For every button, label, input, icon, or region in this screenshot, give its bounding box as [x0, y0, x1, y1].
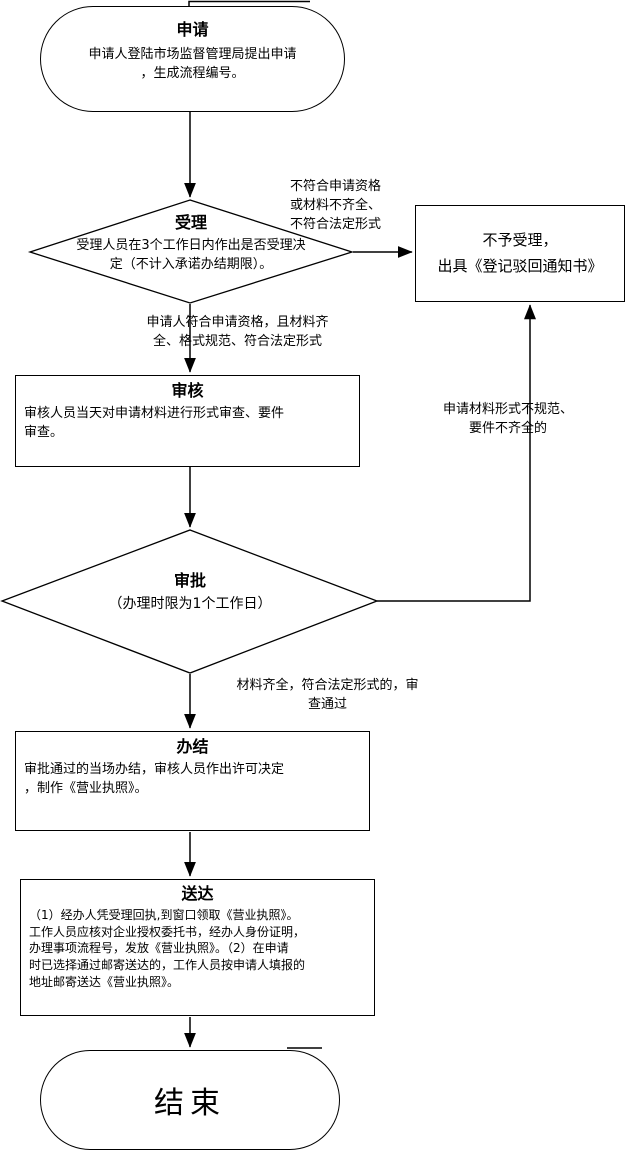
node-reject: 不予受理， 出具《登记驳回通知书》 [415, 205, 625, 302]
node-accept-title: 受理 [174, 213, 207, 232]
edge-label-qualified: 申请人符合申请资格，且材料齐 全、格式规范、符合法定形式 [146, 315, 329, 349]
node-end-title: 结束 [154, 1086, 226, 1121]
node-approve: 审批 （办理时限为1个工作日） [40, 571, 340, 614]
node-approve-body: （办理时限为1个工作日） [108, 595, 272, 612]
node-reject-body: 不予受理， 出具《登记驳回通知书》 [437, 231, 603, 275]
node-complete-body: 审批通过的当场办结，审核人员作出许可决定 ，制作《营业执照》。 [24, 761, 285, 796]
node-complete-title: 办结 [176, 737, 209, 756]
edge-label-not-qualified: 不符合申请资格 或材料不齐全、 不符合法定形式 [290, 179, 382, 232]
node-review-title: 审核 [171, 381, 204, 400]
node-review-body: 审核人员当天对申请材料进行形式审查、要件 审查。 [24, 405, 285, 440]
node-start-body: 申请人登陆市场监督管理局提出申请 ，生成流程编号。 [88, 46, 297, 81]
approve-decision-shape [0, 529, 379, 674]
node-accept: 受理 受理人员在3个工作日内作出是否受理决 定（不计入承诺办结期限）。 [30, 213, 352, 274]
node-accept-body: 受理人员在3个工作日内作出是否受理决 定（不计入承诺办结期限）。 [76, 237, 306, 272]
node-complete: 办结 审批通过的当场办结，审核人员作出许可决定 ，制作《营业执照》。 [15, 731, 370, 831]
node-approve-title: 审批 [173, 571, 206, 590]
edge-label-pass: 材料齐全，符合法定形式的，审 查通过 [236, 678, 419, 712]
node-deliver-title: 送达 [181, 884, 214, 903]
accept-decision-shape [27, 199, 355, 304]
node-review: 审核 审核人员当天对申请材料进行形式审查、要件 审查。 [15, 375, 360, 467]
node-deliver-body: （1）经办人凭受理回执,到窗口领取《营业执照》。 工作人员应核对企业授权委托书，… [29, 907, 306, 989]
crop-artifact-top-line [188, 0, 310, 6]
node-deliver: 送达 （1）经办人凭受理回执,到窗口领取《营业执照》。 工作人员应核对企业授权委… [20, 879, 375, 1016]
edge-label-form-issue: 申请材料形式不规范、 要件不齐全的 [442, 402, 573, 436]
node-start-title: 申请 [176, 20, 209, 39]
node-start: 申请 申请人登陆市场监督管理局提出申请 ，生成流程编号。 [40, 6, 345, 112]
node-end: 结束 [40, 1050, 340, 1150]
edge-approve-to-reject [377, 304, 536, 602]
